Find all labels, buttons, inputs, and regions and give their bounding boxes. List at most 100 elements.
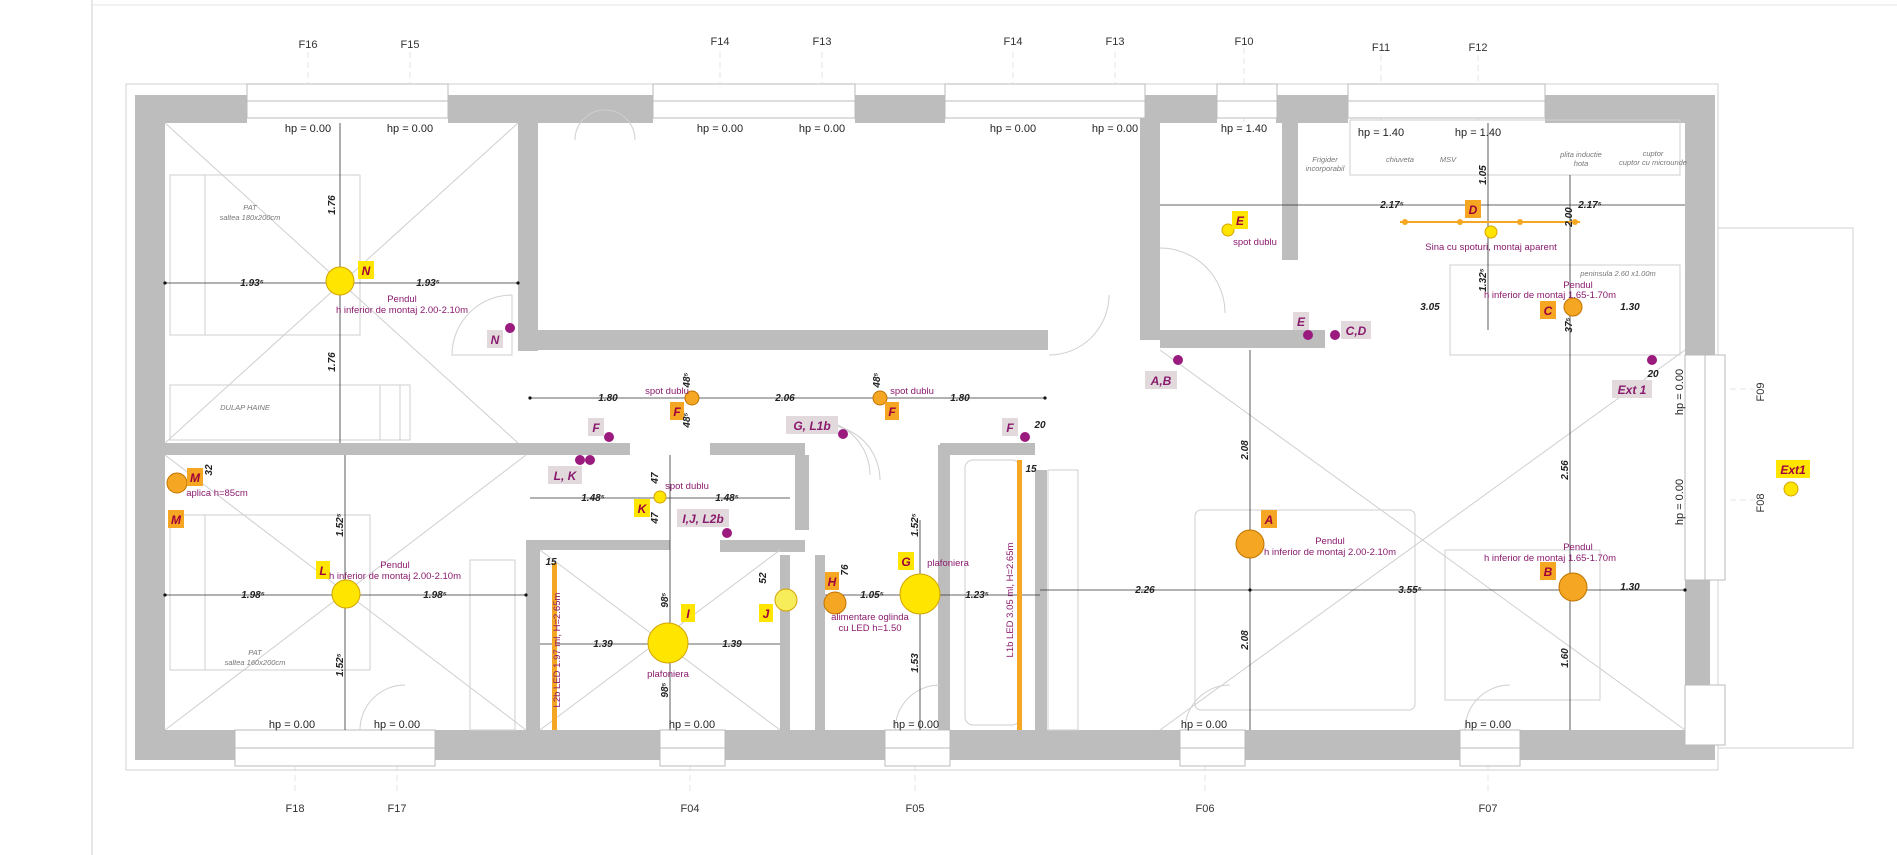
switch-code-f: F — [1006, 421, 1014, 435]
dimension: 1.05⁵ — [860, 590, 884, 601]
dimension: 2.08 — [1240, 440, 1251, 461]
luminaire-code-labels — [168, 200, 1810, 622]
hp-label: hp = 0.00 — [1465, 719, 1511, 731]
exterior-lamp-ext1 — [1783, 481, 1799, 497]
dimension: 1.53 — [910, 653, 921, 673]
dimension: 47 — [650, 472, 661, 485]
dimension: 1.52⁵ — [335, 513, 346, 537]
led-strips — [552, 219, 1580, 730]
dimension: 3.05 — [1420, 302, 1440, 313]
hp-label: hp = 1.40 — [1358, 127, 1404, 139]
axis-label: F17 — [388, 803, 407, 815]
note-alimentare: alimentare oglinda — [831, 612, 909, 623]
dimension: 48⁵ — [682, 372, 693, 388]
ceiling-lamp-g — [899, 573, 941, 615]
note-spot: spot dublu — [665, 481, 709, 492]
code-l: L — [319, 564, 326, 578]
hp-label: hp = 0.00 — [285, 123, 331, 135]
ceiling-lamp-i — [647, 622, 689, 664]
furniture-label: incorporabil — [1306, 164, 1345, 173]
code-f: F — [673, 405, 681, 419]
note-led-l2b: L2b LED 1.97 ml, H=2.65m — [552, 592, 563, 707]
code-i: I — [686, 607, 690, 621]
axis-label: F04 — [681, 803, 700, 815]
furniture-label: cuptor cu microunde — [1619, 158, 1687, 167]
switch-code-f: F — [592, 421, 600, 435]
axis-gridlines — [294, 48, 1755, 795]
note-height: h inferior de montaj 1.65-1.70m — [1484, 553, 1616, 564]
pendant-lamp-b — [1558, 572, 1588, 602]
dimension: 52 — [758, 572, 769, 584]
dimension: 1.32⁵ — [1478, 268, 1489, 292]
dimension: 3.55⁵ — [1398, 585, 1422, 596]
dimension: 37⁵ — [1564, 317, 1575, 332]
switch-code-g-l1b: G, L1b — [793, 419, 830, 433]
hp-label: hp = 0.00 — [1674, 479, 1686, 525]
dimension: 98⁵ — [660, 592, 671, 607]
axis-label: F10 — [1235, 36, 1254, 48]
luminaire-codes: N L I G A B C D E H J M M F F K Ext1 N F… — [171, 203, 1806, 621]
hp-label: hp = 0.00 — [799, 123, 845, 135]
dimension: 2.17⁵ — [1577, 200, 1602, 211]
hp-label: hp = 0.00 — [374, 719, 420, 731]
axis-label: F14 — [1004, 36, 1023, 48]
dimension: 2.06 — [774, 393, 795, 404]
axis-label: F12 — [1469, 42, 1488, 54]
code-h: H — [828, 575, 837, 589]
walls — [135, 95, 1715, 760]
lamp-c — [1563, 297, 1583, 317]
pendant-lamp-l — [331, 579, 361, 609]
axis-label: F11 — [1372, 42, 1390, 54]
hp-label: hp = 1.40 — [1221, 123, 1267, 135]
note-pendul: Pendul — [1315, 536, 1345, 547]
wall-lamp-m — [166, 472, 188, 494]
axis-label: F13 — [1106, 36, 1125, 48]
switch-code-i-j-l2b: I,J, L2b — [682, 512, 723, 526]
switch-code-n: N — [491, 333, 500, 347]
dimension-lines — [165, 123, 1685, 730]
axis-labels: F16 F15 F14 F13 F14 F13 F10 F11 F12 F18 … — [286, 36, 1767, 815]
note-height: h inferior de montaj 1.65-1.70m — [1484, 290, 1616, 301]
axis-label: F13 — [813, 36, 832, 48]
led-strip-l1b — [1017, 460, 1022, 730]
axis-label: F07 — [1479, 803, 1498, 815]
note-height: h inferior de montaj 2.00-2.10m — [336, 305, 468, 316]
note-led-l1b: L1b LED 3.05 ml, H=2.65m — [1005, 542, 1016, 657]
windows — [234, 83, 1726, 767]
furniture-label: saltea 160x200cm — [225, 658, 286, 667]
switch-code-cd: C,D — [1346, 324, 1367, 338]
dimension: 1.80 — [950, 393, 970, 404]
dimension-texts: 1.76 1.76 1.93⁵ 1.93⁵ 1.80 2.06 1.80 48⁵… — [204, 165, 1659, 698]
code-f: F — [888, 405, 896, 419]
pendant-lamp-n — [325, 266, 355, 296]
furniture-label: chiuveta — [1386, 155, 1414, 164]
furniture-label: PAT — [248, 648, 263, 657]
dimension: 1.48⁵ — [715, 493, 739, 504]
code-d: D — [1469, 203, 1478, 217]
axis-label: F16 — [299, 39, 318, 51]
note-pendul: Pendul — [1563, 542, 1593, 553]
dimension: 1.52⁵ — [335, 653, 346, 677]
switch-code-ext1: Ext 1 — [1618, 383, 1647, 397]
furniture-label: DULAP HAINE — [220, 403, 271, 412]
code-g: G — [901, 555, 910, 569]
dimension: 1.98⁵ — [241, 590, 265, 601]
dimension: 1.76 — [327, 195, 338, 215]
switch-code-e: E — [1297, 315, 1306, 329]
code-k: K — [638, 502, 648, 516]
dimension: 32 — [204, 464, 215, 476]
furniture-label: cuptor — [1643, 149, 1664, 158]
code-j: J — [763, 607, 770, 621]
hp-label: hp = 0.00 — [1674, 369, 1686, 415]
note-pendul: Pendul — [387, 294, 417, 305]
dimension: 1.93⁵ — [240, 278, 264, 289]
note-height: h inferior de montaj 2.00-2.10m — [1264, 547, 1396, 558]
note-rail: Sina cu spoturi, montaj aparent — [1425, 242, 1557, 253]
code-a: A — [1264, 513, 1274, 527]
code-m: M — [171, 513, 182, 527]
hp-label: hp = 0.00 — [1181, 719, 1227, 731]
note-spot: spot dublu — [1233, 237, 1277, 248]
note-plafoniera: plafoniera — [647, 669, 689, 680]
dimension: 1.05 — [1478, 165, 1489, 185]
dimension: 1.98⁵ — [423, 590, 447, 601]
